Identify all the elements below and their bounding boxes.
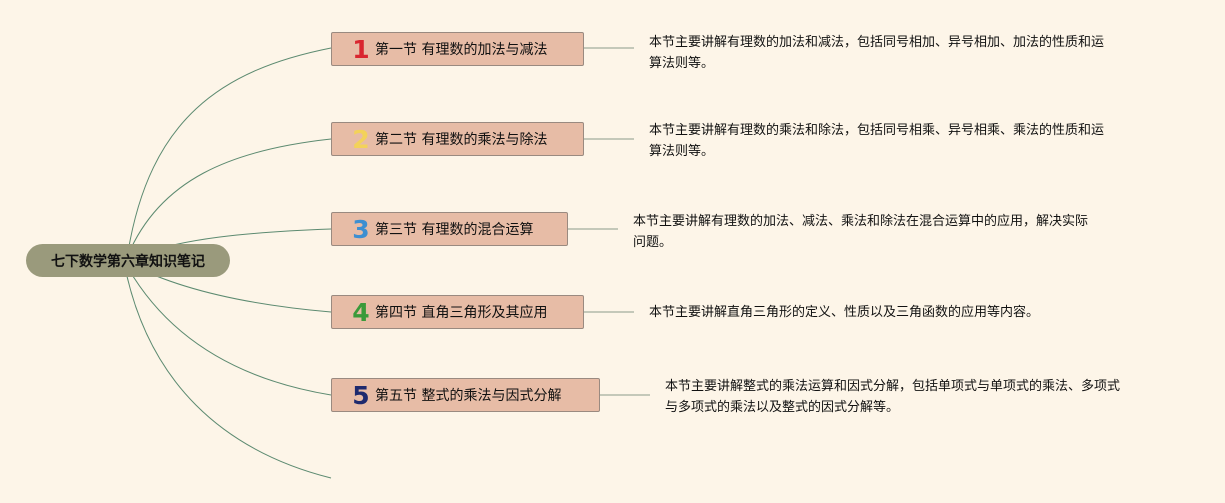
topic-label: 第三节 有理数的混合运算 — [375, 222, 534, 238]
topic-label: 第二节 有理数的乘法与除法 — [375, 132, 548, 148]
number-1-icon: 1 — [352, 34, 370, 64]
topic-section-2[interactable]: 2 第二节 有理数的乘法与除法 — [331, 122, 584, 156]
note-section-3: 本节主要讲解有理数的加法、减法、乘法和除法在混合运算中的应用，解决实际 问题。 — [633, 214, 1089, 250]
branch-line-5 — [127, 267, 332, 396]
number-5-icon: 5 — [352, 380, 370, 410]
topic-section-5[interactable]: 5 第五节 整式的乘法与因式分解 — [331, 378, 600, 412]
number-4-icon: 4 — [352, 297, 370, 327]
note-section-2: 本节主要讲解有理数的乘法和除法，包括同号相乘、异号相乘、乘法的性质和运 算法则等… — [649, 123, 1105, 159]
number-3-icon: 3 — [352, 214, 370, 244]
note-section-5: 本节主要讲解整式的乘法运算和因式分解，包括单项式与单项式的乘法、多项式 与多项式… — [665, 379, 1121, 415]
topic-label: 第五节 整式的乘法与因式分解 — [375, 388, 562, 404]
branch-line-2 — [127, 138, 332, 256]
note-section-1: 本节主要讲解有理数的加法和减法，包括同号相加、异号相加、加法的性质和运 算法则等… — [649, 35, 1105, 71]
topic-section-4[interactable]: 4 第四节 直角三角形及其应用 — [331, 295, 584, 329]
branch-line-6 — [125, 271, 332, 479]
branch-line-1 — [127, 47, 332, 253]
topic-section-3[interactable]: 3 第三节 有理数的混合运算 — [331, 212, 568, 246]
topic-section-1[interactable]: 1 第一节 有理数的加法与减法 — [331, 32, 584, 66]
topic-label: 第一节 有理数的加法与减法 — [375, 42, 548, 58]
root-topic[interactable]: 七下数学第六章知识笔记 — [26, 244, 230, 277]
topic-label: 第四节 直角三角形及其应用 — [375, 305, 548, 321]
note-section-4: 本节主要讲解直角三角形的定义、性质以及三角函数的应用等内容。 — [649, 305, 1040, 320]
root-topic-label: 七下数学第六章知识笔记 — [51, 253, 205, 270]
number-2-icon: 2 — [352, 124, 370, 154]
